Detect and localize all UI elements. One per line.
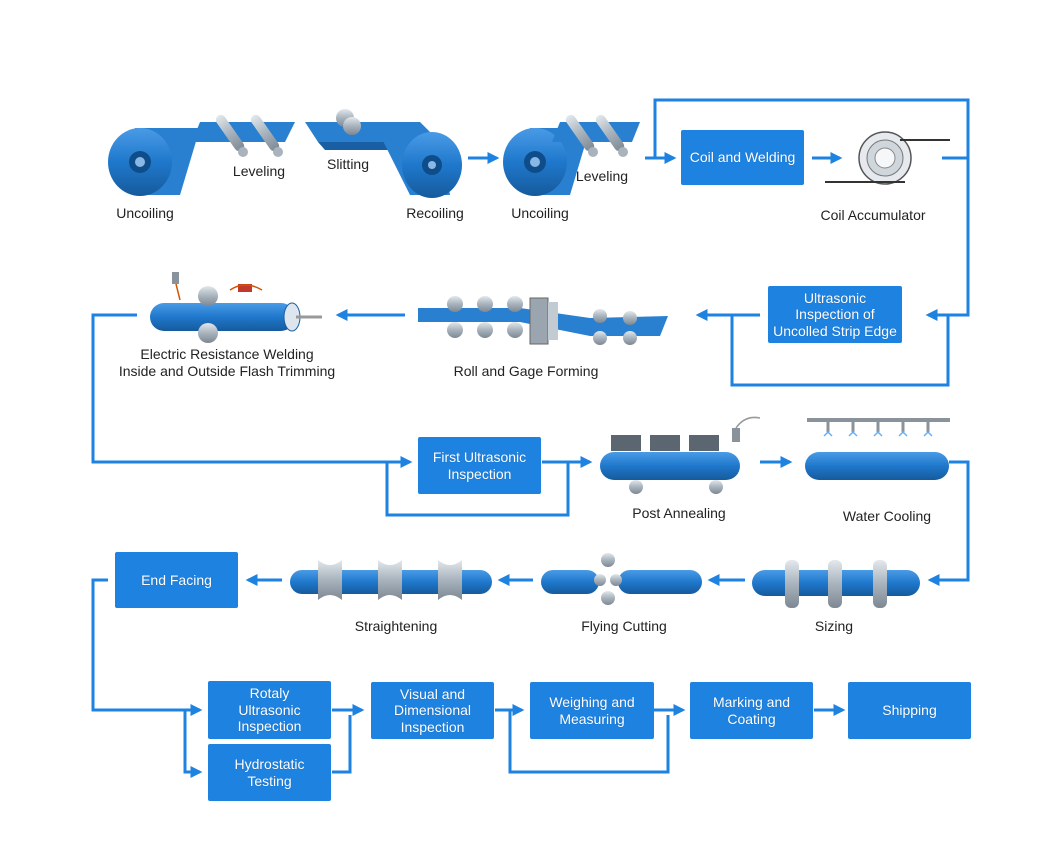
roll-forming-graphic <box>418 296 668 345</box>
weighing-box: Weighing and Measuring <box>530 682 654 739</box>
coil-accumulator-label: Coil Accumulator <box>820 207 926 223</box>
rotaly-ultrasonic-box: Rotaly Ultrasonic Inspection <box>208 681 331 739</box>
water-cooling-graphic <box>805 418 950 480</box>
uncoiling-2-label: Uncoiling <box>511 205 569 221</box>
connector <box>332 715 352 774</box>
shipping-box: Shipping <box>848 682 971 739</box>
uncoiling-1-graphic <box>108 128 200 196</box>
leveling-1-label: Leveling <box>232 163 286 179</box>
connector <box>183 710 203 778</box>
leveling-1-graphic <box>192 114 295 157</box>
marking-box: Marking and Coating <box>690 682 813 739</box>
water-cooling-label: Water Cooling <box>842 508 932 524</box>
connector <box>91 313 413 468</box>
leveling-2-graphic <box>552 114 640 157</box>
slitting-label: Slitting <box>326 156 370 172</box>
ultrasonic-strip-box: Ultrasonic Inspection of Uncolled Strip … <box>768 286 902 343</box>
sizing-label: Sizing <box>814 618 854 634</box>
hydrostatic-box: Hydrostatic Testing <box>208 744 331 801</box>
roll-forming-label: Roll and Gage Forming <box>453 363 599 379</box>
uncoiling-1-label: Uncoiling <box>116 205 174 221</box>
connector <box>927 460 970 586</box>
connector <box>91 578 203 716</box>
recoiling-graphic <box>380 132 462 198</box>
connector <box>653 98 970 321</box>
straightening-graphic <box>290 560 492 600</box>
flying-cutting-graphic <box>541 553 702 605</box>
end-facing-box: End Facing <box>115 552 238 608</box>
sizing-graphic <box>752 560 920 608</box>
connector <box>385 462 570 517</box>
connector <box>508 710 670 774</box>
coil-accumulator-graphic <box>825 131 950 185</box>
post-annealing-graphic <box>600 416 761 494</box>
coil-welding-box: Coil and Welding <box>681 130 804 185</box>
visual-dimensional-box: Visual and Dimensional Inspection <box>371 682 494 739</box>
leveling-2-label: Leveling <box>575 168 629 184</box>
post-annealing-label: Post Annealing <box>632 505 726 521</box>
erw-label: Electric Resistance Welding Inside and O… <box>118 346 336 379</box>
straightening-label: Straightening <box>354 618 438 634</box>
erw-graphic <box>150 272 322 343</box>
recoiling-label: Recoiling <box>406 205 464 221</box>
first-ultrasonic-box: First Ultrasonic Inspection <box>418 437 541 494</box>
uncoiling-2-graphic <box>503 128 590 196</box>
flying-cutting-label: Flying Cutting <box>581 618 667 634</box>
